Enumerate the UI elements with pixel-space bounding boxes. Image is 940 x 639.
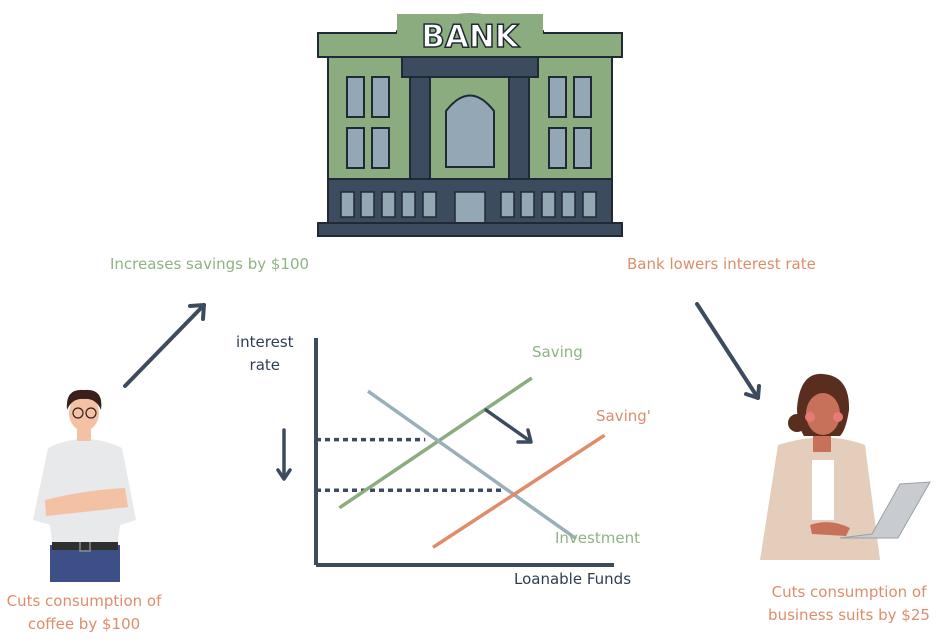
man-arms-crossed bbox=[45, 488, 128, 516]
shift-right-arrow-icon bbox=[484, 408, 532, 443]
woman-hand bbox=[810, 522, 850, 536]
bank-building bbox=[317, 13, 623, 237]
series-line-investment bbox=[366, 389, 578, 541]
saver-action-caption: Increases savings by $100 bbox=[110, 255, 310, 273]
business-cut-line2: business suits by $25 bbox=[768, 606, 930, 624]
woman-top bbox=[812, 460, 834, 520]
bank-sign: BANK bbox=[421, 19, 520, 55]
man-shirt bbox=[33, 439, 136, 542]
bank-window bbox=[548, 127, 567, 169]
man-glasses-right bbox=[85, 407, 97, 419]
arrow-down-head-icon bbox=[276, 468, 292, 481]
bank-window bbox=[573, 127, 592, 169]
business-woman-illustration bbox=[760, 373, 931, 560]
saver-cut-caption: Cuts consumption of coffee by $100 bbox=[0, 590, 168, 636]
bank-action-caption: Bank lowers interest rate bbox=[627, 255, 816, 273]
bank-window bbox=[371, 76, 390, 118]
bank-sign-panel bbox=[397, 14, 543, 54]
series-label-investment: Investment bbox=[555, 529, 640, 547]
business-cut-line1: Cuts consumption of bbox=[771, 583, 927, 601]
shift-right-arrowhead-icon bbox=[516, 428, 533, 444]
bank-window bbox=[346, 127, 365, 169]
bank-step bbox=[317, 222, 623, 237]
saver-cut-line1: Cuts consumption of bbox=[6, 592, 162, 610]
bank-base-windows bbox=[340, 191, 597, 224]
man-hair bbox=[66, 389, 102, 410]
bank-window bbox=[573, 76, 592, 118]
woman-cheek bbox=[833, 412, 843, 422]
bank-entablature bbox=[401, 56, 539, 78]
man-belt bbox=[52, 541, 118, 550]
bank-window bbox=[371, 127, 390, 169]
laptop-icon bbox=[839, 481, 931, 539]
man-glasses-left bbox=[72, 407, 84, 419]
saver-man-illustration bbox=[33, 389, 136, 582]
arrow-down-right-icon bbox=[695, 302, 761, 400]
y-axis-label-line1: interest bbox=[236, 333, 294, 351]
bank-window bbox=[548, 76, 567, 118]
series-label-saving: Saving bbox=[532, 343, 583, 361]
business-cut-caption: Cuts consumption of business suits by $2… bbox=[758, 581, 940, 627]
saver-cut-line2: coffee by $100 bbox=[27, 615, 141, 633]
woman-face bbox=[806, 393, 840, 435]
arrow-up-right-icon bbox=[123, 303, 206, 388]
man-face bbox=[69, 395, 99, 431]
series-line-saving bbox=[338, 376, 533, 510]
woman-bun bbox=[788, 414, 806, 432]
bank-window bbox=[346, 76, 365, 118]
y-axis-label-line2: rate bbox=[249, 356, 280, 374]
series-label-saving-prime: Saving' bbox=[596, 407, 651, 425]
bank-arched-window bbox=[445, 94, 495, 168]
series-line-saving-prime bbox=[432, 433, 606, 549]
y-axis-label: interest rate bbox=[236, 331, 294, 377]
woman-cheek bbox=[805, 412, 815, 422]
x-axis-label: Loanable Funds bbox=[514, 570, 632, 588]
